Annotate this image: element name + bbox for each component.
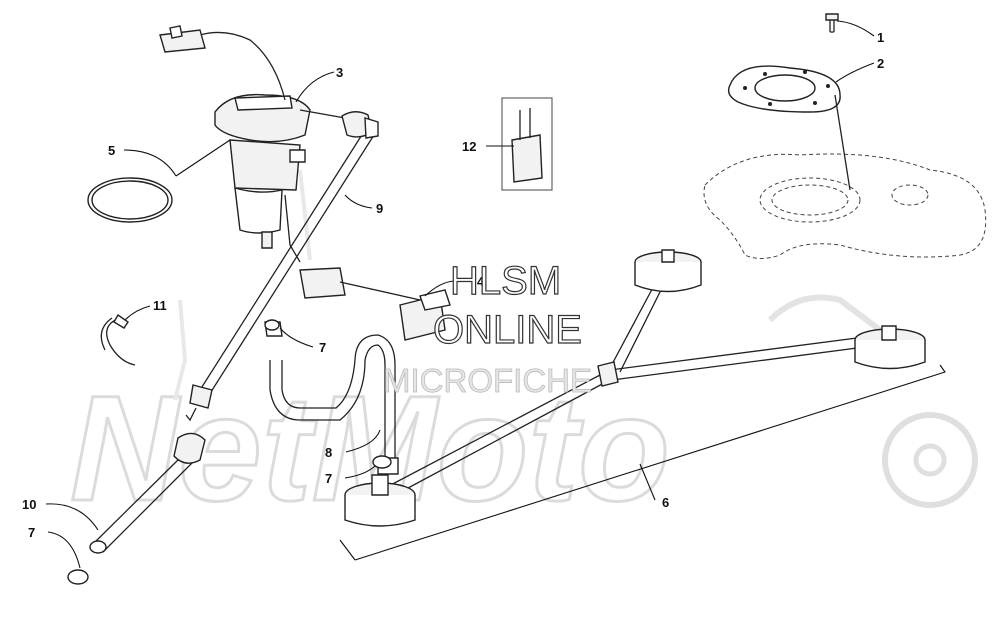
watermark-line3: MICROFICHE — [383, 362, 592, 399]
callout-4: 4 — [477, 274, 485, 289]
callout-7a: 7 — [319, 340, 326, 355]
leader-7c — [47, 531, 81, 569]
watermark-wheel-hub — [913, 443, 947, 477]
callout-1: 1 — [877, 30, 884, 45]
watermark-wheel — [882, 412, 978, 508]
callout-3: 3 — [336, 65, 343, 80]
leader-6 — [639, 463, 656, 501]
fuel-tank-outline — [703, 153, 987, 259]
fuel-hose-part-9 — [185, 111, 379, 422]
filter-assembly-part — [339, 249, 946, 561]
callout-9: 9 — [376, 201, 383, 216]
leader-7a — [279, 327, 314, 348]
callout-6: 6 — [662, 495, 669, 510]
callout-5: 5 — [108, 143, 115, 158]
callout-10: 10 — [22, 497, 36, 512]
watermark-skyline — [173, 169, 312, 401]
o-ring-part — [87, 177, 173, 223]
clip-part — [100, 313, 136, 366]
callouts: 1 2 3 4 5 6 7 7 7 8 9 10 11 12 — [22, 30, 884, 540]
callout-12: 12 — [462, 139, 476, 154]
clamp-parts — [67, 319, 392, 585]
leader-5 — [123, 139, 231, 177]
leader-2 — [835, 62, 875, 83]
leader-8 — [345, 429, 381, 453]
flange-gasket-part — [727, 65, 851, 191]
leader-11 — [124, 305, 151, 321]
callout-8: 8 — [325, 445, 332, 460]
callout-2: 2 — [877, 56, 884, 71]
leader-9 — [344, 194, 373, 209]
screw-part — [825, 13, 839, 33]
watermark-motorbike-frame — [767, 294, 882, 333]
leader-3 — [295, 71, 335, 103]
watermark-text: HLSM ONLINE MICROFICHE — [383, 258, 593, 399]
callout-11: 11 — [153, 298, 167, 313]
callout-7b: 7 — [325, 471, 332, 486]
level-sensor-part — [299, 267, 451, 341]
leader-10 — [45, 503, 99, 531]
leader-1 — [836, 20, 875, 37]
leader-7b — [344, 465, 376, 479]
leader-4 — [424, 280, 455, 297]
fuel-pump-part — [159, 25, 346, 263]
leader-lines — [45, 20, 875, 569]
connector-part — [501, 97, 553, 191]
callout-7c: 7 — [28, 525, 35, 540]
fuel-hose-part-10 — [89, 432, 206, 554]
watermark-line2: ONLINE — [433, 308, 582, 352]
watermark-line1: HLSM — [450, 259, 561, 303]
